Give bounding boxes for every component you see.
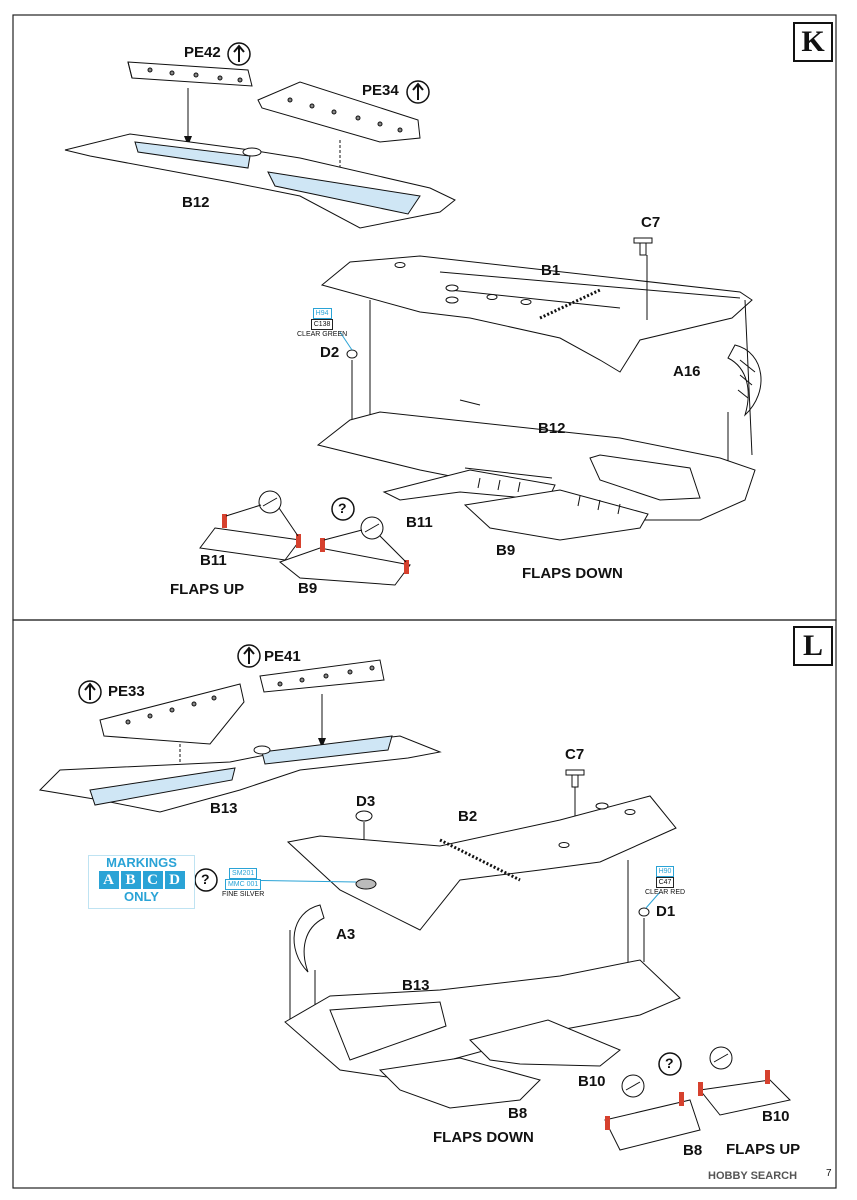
color-tag-clear-green: H94 C138 CLEAR GREEN xyxy=(297,308,347,339)
label-b11-main: B11 xyxy=(406,514,433,531)
pe34-part xyxy=(257,81,421,143)
step-l-frame xyxy=(12,619,837,1189)
marking-letter-b: B xyxy=(120,871,141,889)
color-tag-clear-red: H90 C47 CLEAR RED xyxy=(645,866,685,897)
label-b2: B2 xyxy=(458,808,478,825)
color-name-clear-green: CLEAR GREEN xyxy=(297,331,348,338)
question-text-k: ? xyxy=(338,500,347,516)
label-b12-main: B12 xyxy=(538,420,566,437)
a3-part xyxy=(293,904,325,973)
color-code-h94: H94 xyxy=(312,308,332,319)
page-number: 7 xyxy=(826,1168,832,1179)
markings-footer: ONLY xyxy=(124,889,159,904)
b1-part xyxy=(320,255,753,373)
step-k-letter: K xyxy=(793,22,833,62)
question-text-l-flaps: ? xyxy=(665,1055,674,1071)
up-arrow-icon-pe33 xyxy=(78,680,102,704)
label-pe34: PE34 xyxy=(362,82,399,99)
label-flaps-up-k: FLAPS UP xyxy=(170,581,245,598)
label-pe42: PE42 xyxy=(184,44,221,61)
markings-letters: A B C D xyxy=(89,871,194,889)
up-arrow-icon-pe41 xyxy=(237,644,261,668)
color-name-fine-silver: FINE SILVER xyxy=(222,891,265,898)
color-code-h90: H90 xyxy=(655,866,675,877)
label-flaps-up-l: FLAPS UP xyxy=(726,1141,801,1158)
label-b13-top: B13 xyxy=(210,800,238,817)
a16-part xyxy=(727,344,762,417)
label-b11-up: B11 xyxy=(200,552,227,569)
label-pe41: PE41 xyxy=(264,648,301,665)
label-b1: B1 xyxy=(541,262,561,279)
pe42-part xyxy=(127,61,253,87)
label-b8-up: B8 xyxy=(683,1142,703,1159)
label-d2: D2 xyxy=(320,344,340,361)
c7-part-l xyxy=(565,769,585,788)
label-a16: A16 xyxy=(673,363,701,380)
label-b10-main: B10 xyxy=(578,1073,606,1090)
marking-letter-c: C xyxy=(142,871,163,889)
d1-part xyxy=(638,907,650,917)
b13-top-part xyxy=(38,735,442,813)
color-code-c47: C47 xyxy=(655,877,675,888)
flaps-up-detail-k xyxy=(199,490,411,586)
markings-badge: MARKINGS A B C D ONLY xyxy=(88,855,195,909)
b2-part xyxy=(286,795,677,931)
label-b9-up: B9 xyxy=(298,580,318,597)
label-b10-up: B10 xyxy=(762,1108,790,1125)
marking-letter-d: D xyxy=(164,871,185,889)
label-d3: D3 xyxy=(356,793,376,810)
label-b12-top: B12 xyxy=(182,194,210,211)
color-code-sm201: SM201 xyxy=(229,868,258,879)
flaps-up-detail-l xyxy=(604,1046,792,1151)
question-icon-l-markings xyxy=(194,868,218,892)
d3-part xyxy=(355,810,373,822)
pe33-part xyxy=(99,683,245,745)
question-icon-k xyxy=(331,497,355,521)
label-d1: D1 xyxy=(656,903,676,920)
b12-top-part xyxy=(64,133,456,229)
label-c7-k: C7 xyxy=(641,214,661,231)
color-code-c138: C138 xyxy=(310,319,334,330)
question-text-markings: ? xyxy=(201,871,210,887)
label-flaps-down-k: FLAPS DOWN xyxy=(522,565,623,582)
b10-b8-flaps-down xyxy=(378,1019,621,1109)
step-l-letter: L xyxy=(793,626,833,666)
color-name-clear-red: CLEAR RED xyxy=(645,889,686,896)
label-b9-main: B9 xyxy=(496,542,516,559)
pe41-part xyxy=(259,659,385,693)
label-pe33: PE33 xyxy=(108,683,145,700)
markings-title: MARKINGS xyxy=(106,855,177,870)
label-c7-l: C7 xyxy=(565,746,585,763)
color-code-mmc001: MMC 001 xyxy=(224,879,262,890)
c7-part-k xyxy=(633,237,653,256)
b13-main-part xyxy=(284,959,681,1083)
label-a3: A3 xyxy=(336,926,356,943)
up-arrow-icon-pe42 xyxy=(227,42,251,66)
d2-part xyxy=(346,349,358,359)
question-icon-l-flaps xyxy=(658,1052,682,1076)
up-arrow-icon-pe34 xyxy=(406,80,430,104)
b11-b9-flaps-down xyxy=(382,469,649,541)
color-tag-fine-silver: SM201 MMC 001 FINE SILVER xyxy=(222,868,264,899)
label-b8-main: B8 xyxy=(508,1105,528,1122)
label-flaps-down-l: FLAPS DOWN xyxy=(433,1129,534,1146)
marking-letter-a: A xyxy=(98,871,119,889)
label-b13-main: B13 xyxy=(402,977,430,994)
watermark: HOBBY SEARCH xyxy=(708,1170,798,1182)
